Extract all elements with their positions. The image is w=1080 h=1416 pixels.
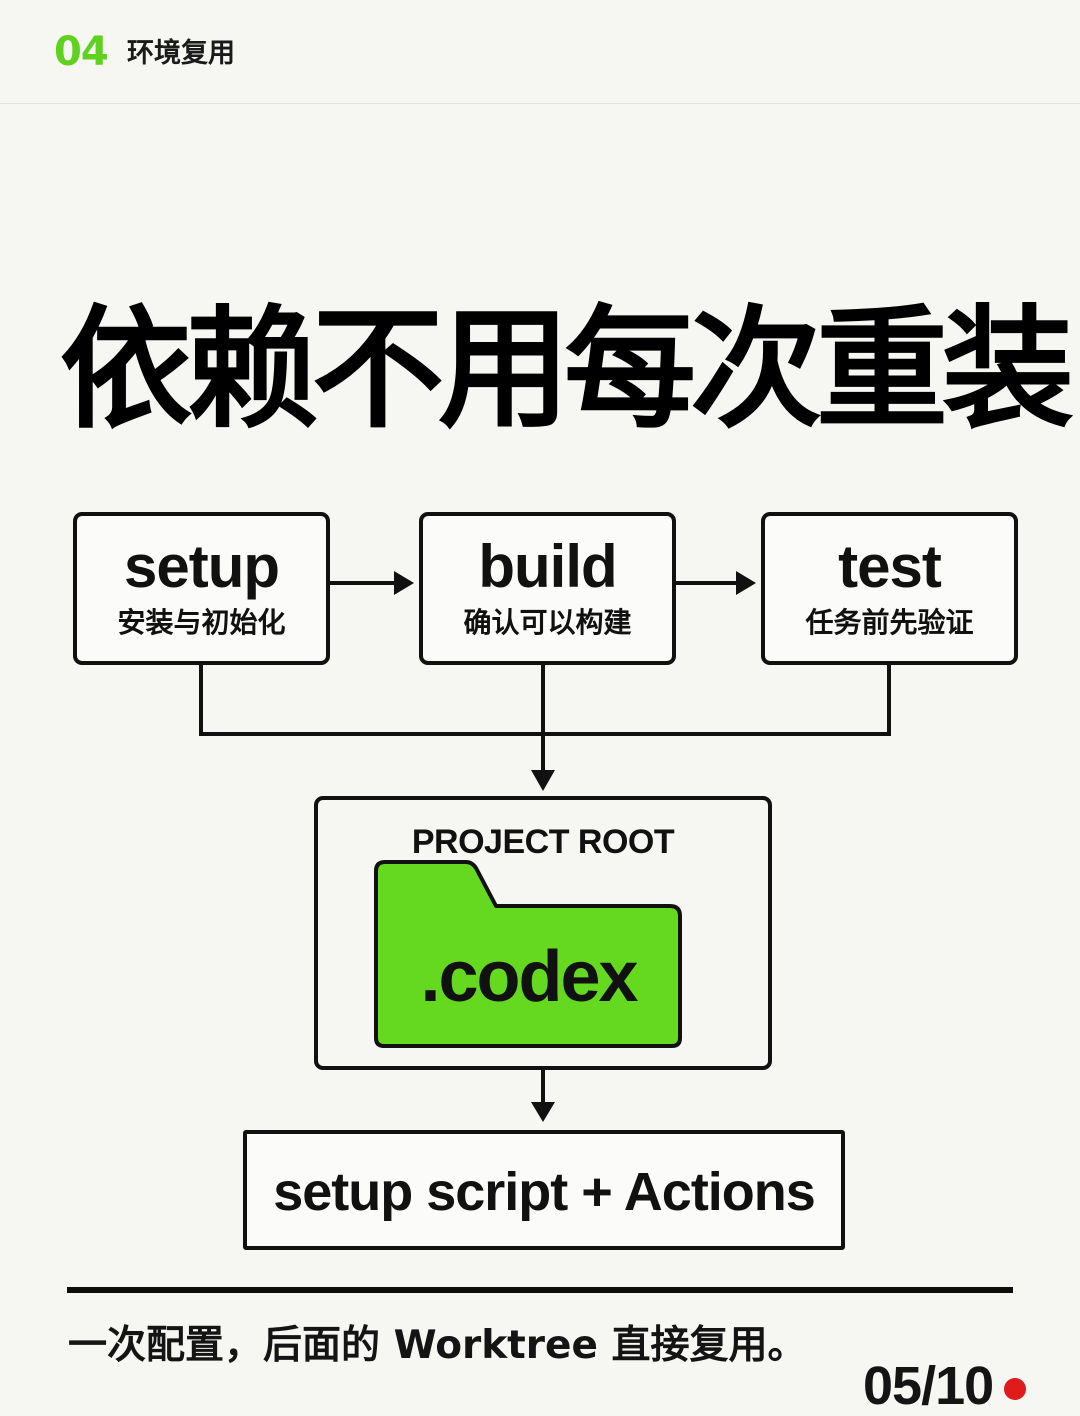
- folder-name: .codex: [420, 937, 638, 1017]
- section-title: 环境复用: [127, 38, 235, 69]
- setup-script-label: setup script + Actions: [273, 1162, 816, 1222]
- arrow-build-to-test: [676, 571, 756, 595]
- arrow-setup-to-build: [330, 571, 414, 595]
- project-root-label: PROJECT ROOT: [411, 823, 675, 861]
- footer-caption: 一次配置，后面的 Worktree 直接复用。: [68, 1323, 807, 1368]
- step-title: test: [838, 533, 942, 600]
- footer-divider: [67, 1287, 1013, 1293]
- step-subtitle: 确认可以构建: [463, 606, 632, 639]
- arrow-root-to-script: [531, 1070, 555, 1122]
- project-root-box: PROJECT ROOT: [314, 796, 772, 1070]
- step-subtitle: 任务前先验证: [805, 606, 974, 639]
- page-counter: 05/10: [863, 1356, 994, 1416]
- merge-connector: [199, 665, 891, 791]
- step-box-test: test 任务前先验证: [761, 512, 1018, 665]
- setup-script-box: setup script + Actions: [243, 1130, 845, 1250]
- step-box-build: build 确认可以构建: [419, 512, 676, 665]
- folder-icon: [374, 860, 682, 1048]
- header-bar: 04 环境复用: [0, 0, 1080, 104]
- step-title: setup: [123, 533, 280, 600]
- headline: 依赖不用每次重装: [60, 293, 1074, 447]
- section-number: 04: [54, 29, 109, 75]
- step-title: build: [478, 533, 617, 600]
- step-box-setup: setup 安装与初始化: [73, 512, 330, 665]
- step-subtitle: 安装与初始化: [117, 606, 286, 639]
- red-dot-icon: [1004, 1378, 1026, 1400]
